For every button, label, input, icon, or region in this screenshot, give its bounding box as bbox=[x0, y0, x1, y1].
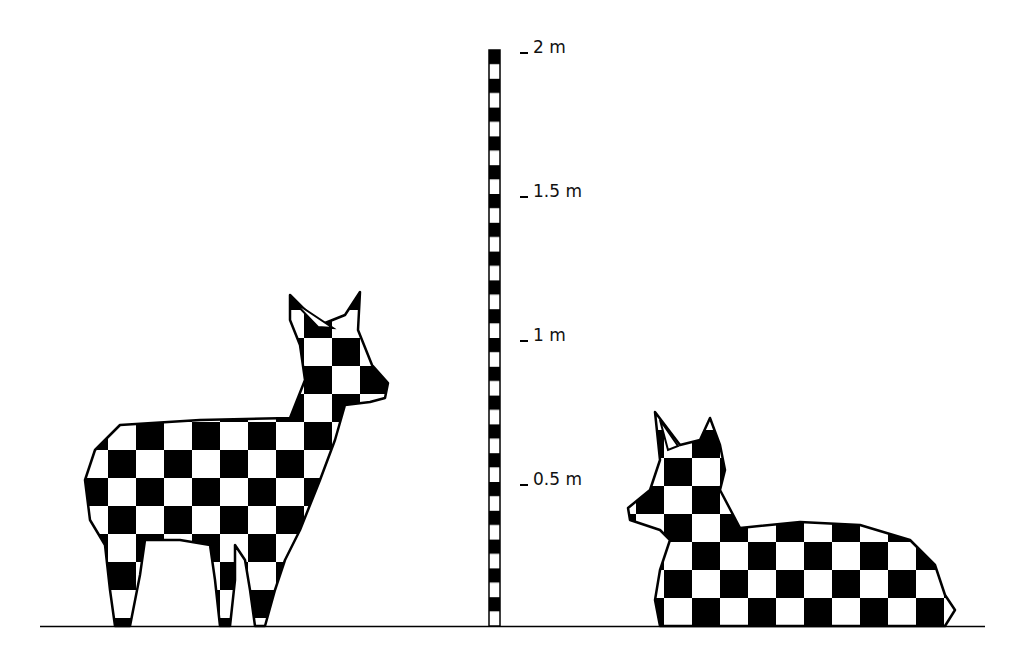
tick-mark bbox=[520, 340, 528, 342]
lying-deer bbox=[628, 412, 955, 626]
tick-mark bbox=[520, 484, 528, 486]
measuring-pole bbox=[489, 50, 500, 626]
standing-deer-ear bbox=[294, 302, 333, 328]
tick-mark bbox=[520, 52, 528, 54]
scale-label: 0.5 m bbox=[533, 468, 582, 490]
scale-label: 1.5 m bbox=[533, 180, 582, 202]
lying-deer-ear bbox=[660, 420, 678, 450]
tick-mark bbox=[520, 196, 528, 198]
scale-label: 1 m bbox=[533, 324, 566, 346]
standing-deer bbox=[85, 292, 388, 626]
scale-label: 2 m bbox=[533, 36, 566, 58]
